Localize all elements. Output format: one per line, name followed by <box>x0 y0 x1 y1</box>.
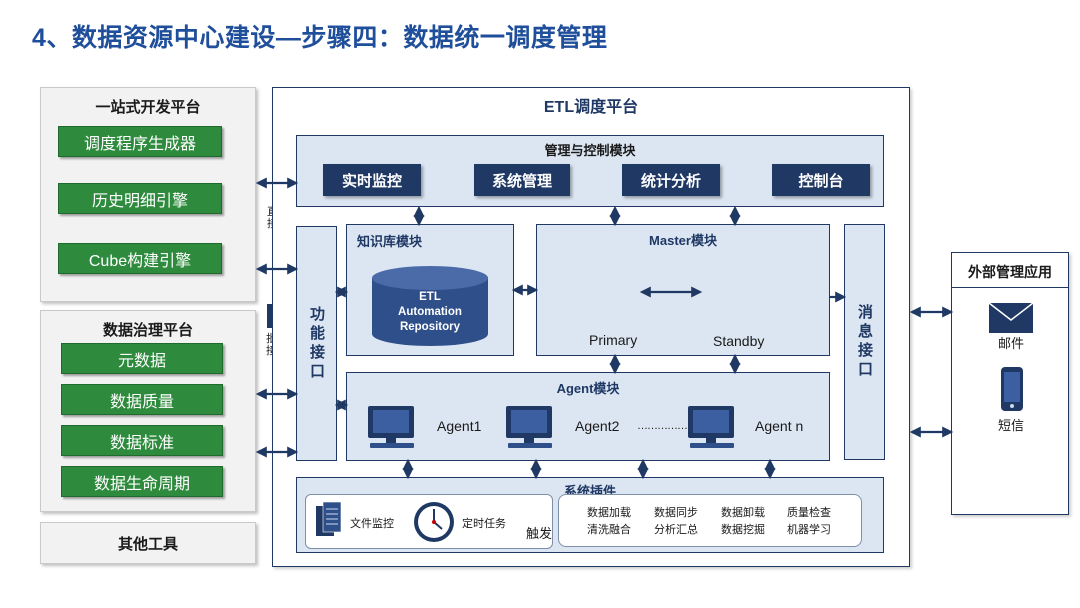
knowledge-title: 知识库模块 <box>357 234 423 249</box>
task-analysis-summary: 分析汇总 <box>654 524 698 536</box>
clock-icon <box>412 500 456 549</box>
governance-title: 数据治理平台 <box>102 322 193 339</box>
other-tools-panel[interactable]: 其他工具 <box>40 522 256 564</box>
agentn-computer-icon <box>686 404 738 455</box>
history-engine-button[interactable]: 历史明细引擎 <box>58 183 222 214</box>
repository-label: ETL Automation Repository <box>370 290 490 335</box>
agent-title: Agent模块 <box>556 381 620 396</box>
task-quality-check: 质量检查 <box>787 507 831 519</box>
message-interface: 消息接口 <box>844 224 885 460</box>
task-data-load: 数据加载 <box>587 507 631 519</box>
agent-module: Agent模块 <box>346 372 830 461</box>
file-monitor-icon <box>314 500 344 545</box>
message-interface-label: 消息接口 <box>856 304 873 380</box>
function-interface: 功能接口 <box>296 226 337 461</box>
file-monitor-label: 文件监控 <box>350 518 394 530</box>
agent1-computer-icon <box>366 404 418 455</box>
repo-line-2: Automation <box>398 306 462 318</box>
agent1-label: Agent1 <box>437 418 482 434</box>
scheduler-generator-button[interactable]: 调度程序生成器 <box>58 126 222 157</box>
metadata-button[interactable]: 元数据 <box>61 343 223 374</box>
primary-label: Primary <box>589 332 638 348</box>
stats-analysis-button[interactable]: 统计分析 <box>622 164 720 196</box>
one-stop-title: 一站式开发平台 <box>95 99 201 116</box>
task-clean-merge: 清洗融合 <box>587 524 631 536</box>
etl-title: ETL调度平台 <box>543 99 639 116</box>
repo-line-1: ETL <box>419 291 441 303</box>
mgmt-title: 管理与控制模块 <box>544 143 636 158</box>
master-title: Master模块 <box>649 233 717 248</box>
timed-task-label: 定时任务 <box>462 518 506 530</box>
task-data-mining: 数据挖掘 <box>721 524 765 536</box>
system-mgmt-button[interactable]: 系统管理 <box>474 164 570 196</box>
mail-icon[interactable] <box>988 302 1034 339</box>
data-standard-button[interactable]: 数据标准 <box>61 425 223 456</box>
external-title-divider <box>952 287 1068 288</box>
agent2-label: Agent2 <box>575 418 620 434</box>
task-machine-learning: 机器学习 <box>787 524 831 536</box>
standby-label: Standby <box>713 333 765 349</box>
task-data-unload: 数据卸载 <box>721 507 765 519</box>
realtime-monitor-button[interactable]: 实时监控 <box>323 164 421 196</box>
page-title: 4、数据资源中心建设—步骤四：数据统一调度管理 <box>32 24 608 52</box>
agentn-label: Agent n <box>755 418 804 434</box>
trigger-label: 触发 <box>526 526 553 541</box>
external-title: 外部管理应用 <box>968 264 1052 280</box>
task-data-sync: 数据同步 <box>654 507 698 519</box>
agent2-computer-icon <box>504 404 556 455</box>
agent-ellipsis: …………… <box>637 420 688 432</box>
repo-line-3: Repository <box>399 321 461 333</box>
data-lifecycle-button[interactable]: 数据生命周期 <box>61 466 223 497</box>
console-button[interactable]: 控制台 <box>772 164 870 196</box>
repository-database-icon <box>370 264 490 353</box>
sms-phone-icon[interactable] <box>1000 366 1024 417</box>
data-quality-button[interactable]: 数据质量 <box>61 384 223 415</box>
other-tools-label: 其他工具 <box>117 535 178 553</box>
plugin-tasks-box <box>558 494 862 547</box>
function-interface-label: 功能接口 <box>308 305 325 382</box>
mail-label: 邮件 <box>998 336 1025 351</box>
cube-engine-button[interactable]: Cube构建引擎 <box>58 243 222 274</box>
sms-label: 短信 <box>998 418 1025 433</box>
